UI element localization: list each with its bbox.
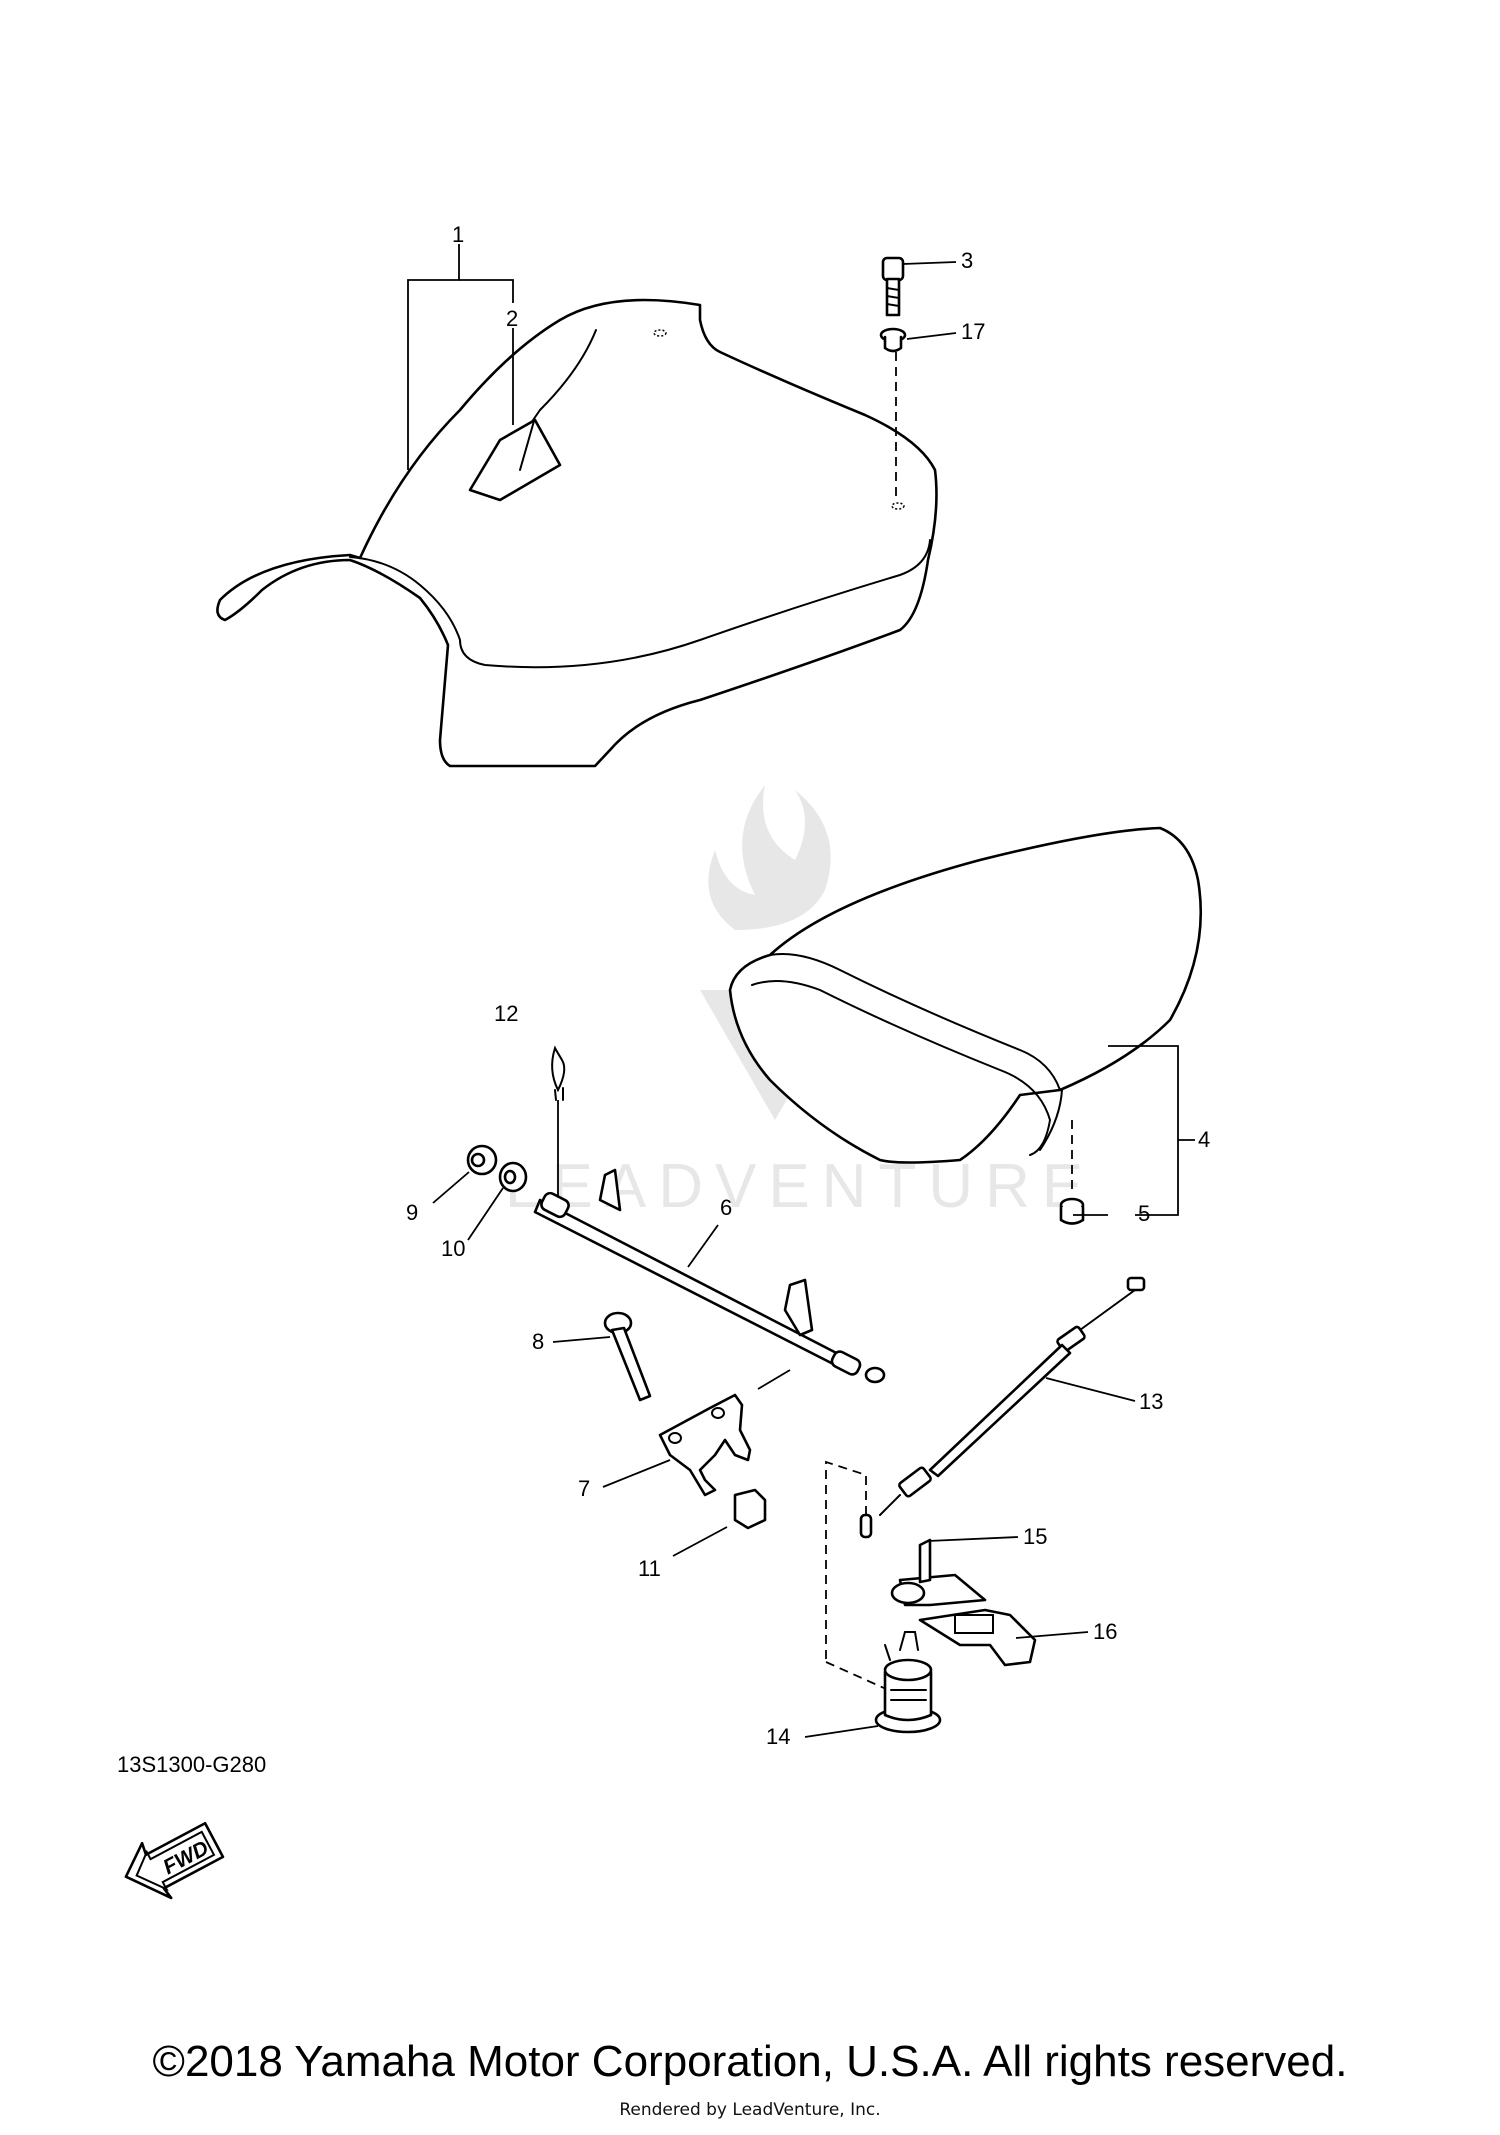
diagram-code: 13S1300-G280 <box>117 1752 267 1777</box>
bracket-drawing <box>658 1393 752 1497</box>
callout-16: 16 <box>1093 1619 1117 1644</box>
callout-13: 13 <box>1139 1389 1163 1414</box>
seat-lock-cable-drawing <box>859 1276 1146 1539</box>
damper-drawing <box>498 1161 528 1193</box>
fwd-arrow-icon: FWD <box>124 1821 225 1900</box>
callout-9: 9 <box>406 1200 418 1225</box>
collar-drawing <box>466 1144 498 1176</box>
callout-5: 5 <box>1138 1201 1150 1226</box>
callout-8: 8 <box>532 1329 544 1354</box>
clip-drawing <box>551 1045 566 1101</box>
callout-2: 2 <box>506 306 518 331</box>
passenger-seat-grommet-drawing <box>1059 1197 1085 1225</box>
callout-14: 14 <box>766 1724 790 1749</box>
passenger-seat-drawing <box>728 826 1203 1164</box>
watermark-text: LEADVENTURE <box>505 1152 1095 1221</box>
callout-10: 10 <box>441 1236 465 1261</box>
lock-lever-drawing <box>890 1538 987 1607</box>
lock-link-drawing <box>918 1608 1037 1667</box>
lock-rod-drawing <box>533 1168 886 1384</box>
callout-3: 3 <box>961 248 973 273</box>
callout-17: 17 <box>961 319 985 344</box>
callout-15: 15 <box>1023 1524 1047 1549</box>
callout-1: 1 <box>452 222 464 247</box>
leader-lines <box>407 244 1195 1738</box>
callout-labels: 1 2 3 17 4 5 6 7 8 9 10 11 12 13 14 15 1… <box>406 222 1210 1749</box>
cable-cap-drawing <box>733 1488 767 1530</box>
callout-7: 7 <box>578 1476 590 1501</box>
copyright-notice: ©2018 Yamaha Motor Corporation, U.S.A. A… <box>152 2037 1348 2086</box>
callout-12: 12 <box>494 1001 518 1026</box>
callout-11: 11 <box>638 1556 661 1581</box>
rendered-by-note: Rendered by LeadVenture, Inc. <box>619 2100 881 2120</box>
rider-seat-drawing <box>216 298 938 768</box>
seat-lock-cylinder-drawing <box>874 1631 942 1734</box>
callout-4: 4 <box>1198 1127 1210 1152</box>
bracket-bolt-drawing <box>603 1311 652 1402</box>
seat-bolt-drawing <box>881 256 905 317</box>
seat-grommet-drawing <box>879 327 907 353</box>
callout-6: 6 <box>720 1195 732 1220</box>
